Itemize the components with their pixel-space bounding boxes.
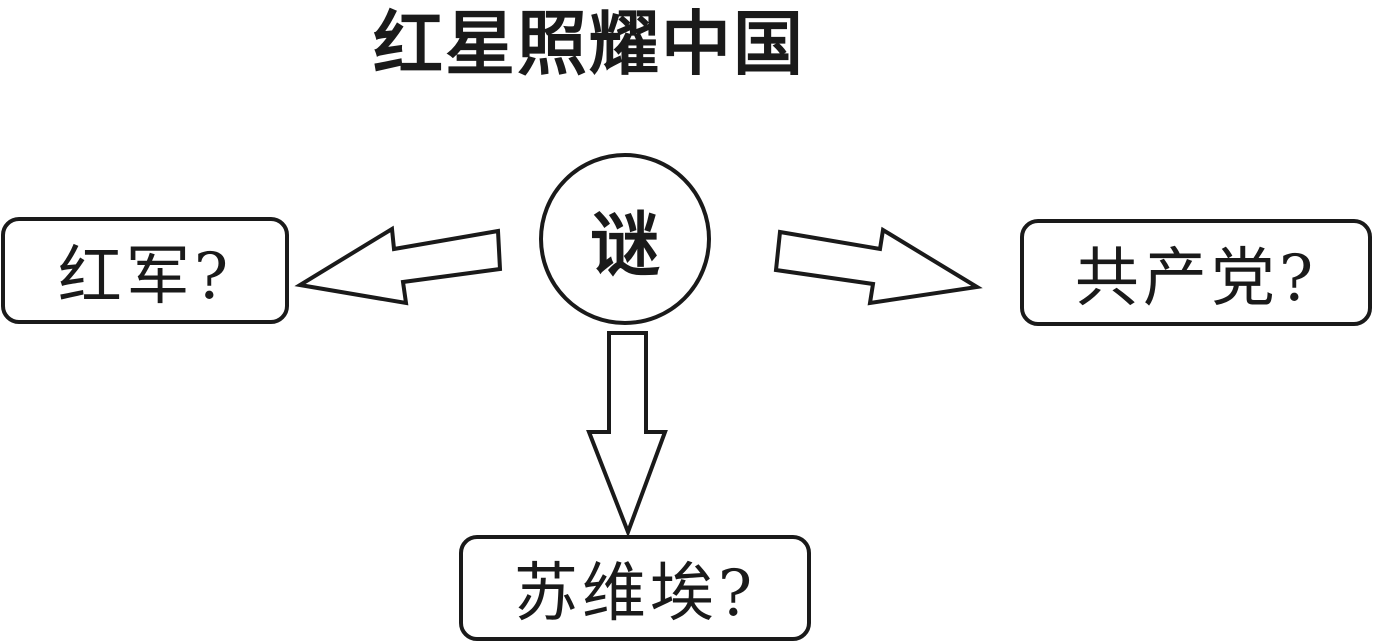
center-node-label: 谜 bbox=[590, 203, 660, 286]
node-soviet-label: 苏维埃? bbox=[513, 557, 757, 631]
node-communist-party: 共产党? bbox=[1020, 219, 1372, 326]
arrow-right bbox=[773, 226, 983, 306]
node-red-army-label: 红军? bbox=[57, 239, 233, 314]
node-red-army: 红军? bbox=[1, 217, 289, 324]
node-soviet: 苏维埃? bbox=[459, 535, 811, 641]
arrow-left bbox=[294, 225, 503, 306]
diagram-title: 红星照耀中国 bbox=[373, 3, 805, 85]
arrow-down bbox=[586, 331, 668, 538]
center-node: 谜 bbox=[539, 153, 711, 325]
node-communist-party-label: 共产党? bbox=[1074, 241, 1318, 316]
